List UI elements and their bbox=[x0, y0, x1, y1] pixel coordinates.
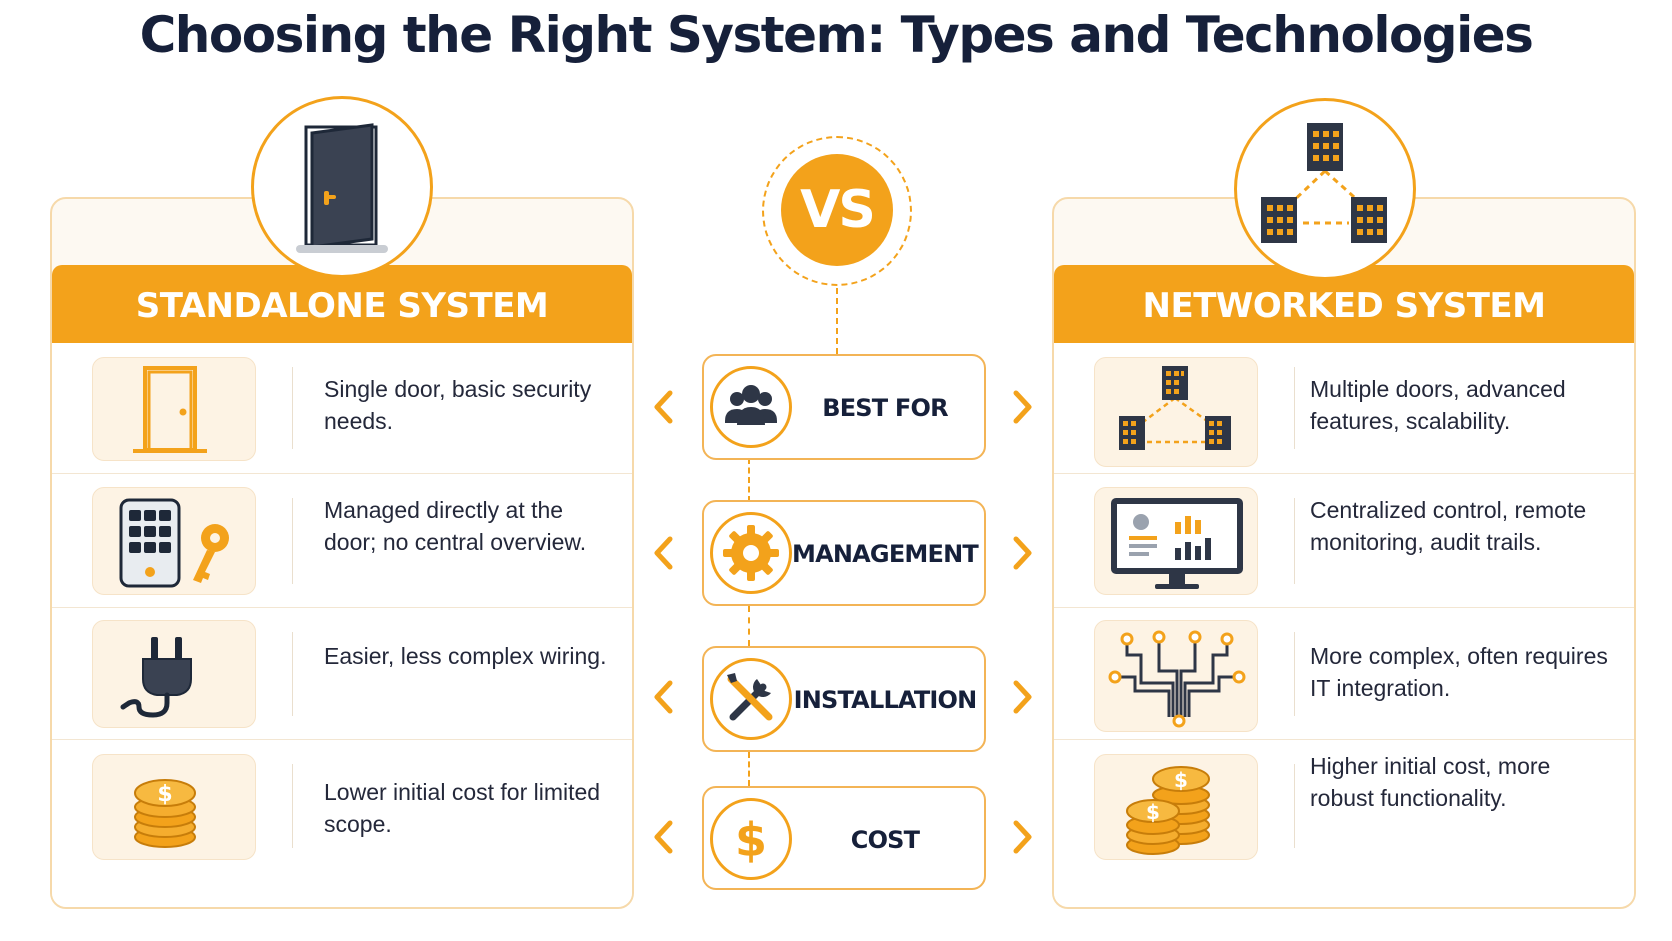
page-title: Choosing the Right System: Types and Tec… bbox=[139, 6, 1534, 64]
standalone-management-text: Managed directly at the door; no central… bbox=[324, 497, 587, 555]
open-door-icon bbox=[251, 96, 433, 278]
criterion-label: MANAGEMENT bbox=[792, 540, 979, 568]
connector-line bbox=[748, 752, 750, 786]
dollar-icon: $ bbox=[710, 798, 792, 880]
chevron-left-icon bbox=[654, 680, 673, 714]
connector-line bbox=[748, 606, 750, 646]
networked-row-cost: $ $ Higher initial cost, more robust fun… bbox=[1054, 739, 1634, 907]
networked-row-best-for: Multiple doors, advanced features, scala… bbox=[1054, 343, 1634, 473]
standalone-panel: STANDALONE SYSTEM Single door, basic sec… bbox=[50, 197, 634, 909]
networked-row-management: Centralized control, remote monitoring, … bbox=[1054, 473, 1634, 607]
standalone-rows: Single door, basic security needs. bbox=[52, 343, 632, 907]
svg-text:$: $ bbox=[1146, 800, 1160, 824]
svg-text:$: $ bbox=[157, 782, 172, 807]
standalone-row-installation: Easier, less complex wiring. bbox=[52, 607, 632, 739]
networked-installation-text: More complex, often requires IT integrat… bbox=[1310, 643, 1608, 701]
standalone-row-best-for: Single door, basic security needs. bbox=[52, 343, 632, 473]
svg-text:$: $ bbox=[1174, 768, 1188, 792]
coin-stack-icon: $ bbox=[92, 754, 256, 860]
standalone-installation-text: Easier, less complex wiring. bbox=[324, 643, 607, 669]
standalone-best-for-text: Single door, basic security needs. bbox=[324, 376, 592, 434]
monitor-dashboard-icon bbox=[1094, 487, 1258, 595]
vs-ring bbox=[762, 136, 912, 286]
standalone-row-management: Managed directly at the door; no central… bbox=[52, 473, 632, 607]
power-plug-icon bbox=[92, 620, 256, 728]
criterion-best-for: BEST FOR bbox=[702, 354, 986, 460]
chevron-right-icon bbox=[1013, 536, 1032, 570]
connected-buildings-icon bbox=[1094, 357, 1258, 467]
chevron-right-icon bbox=[1013, 680, 1032, 714]
gear-icon bbox=[710, 512, 792, 594]
criterion-installation: INSTALLATION bbox=[702, 646, 986, 752]
chevron-left-icon bbox=[654, 536, 673, 570]
criterion-management: MANAGEMENT bbox=[702, 500, 986, 606]
connected-buildings-icon bbox=[1234, 98, 1416, 280]
chevron-right-icon bbox=[1013, 390, 1032, 424]
coin-stacks-icon: $ $ bbox=[1094, 754, 1258, 860]
chevron-left-icon bbox=[654, 820, 673, 854]
tools-icon bbox=[710, 658, 792, 740]
connector-line bbox=[748, 458, 750, 502]
circuit-icon bbox=[1094, 620, 1258, 732]
vs-badge: VS bbox=[781, 154, 893, 266]
standalone-cost-text: Lower initial cost for limited scope. bbox=[324, 779, 601, 837]
standalone-header: STANDALONE SYSTEM bbox=[52, 265, 632, 343]
networked-cost-text: Higher initial cost, more robust functio… bbox=[1310, 753, 1551, 811]
criterion-label: COST bbox=[850, 826, 920, 854]
chevron-right-icon bbox=[1013, 820, 1032, 854]
svg-text:$: $ bbox=[735, 813, 767, 867]
networked-best-for-text: Multiple doors, advanced features, scala… bbox=[1310, 376, 1566, 434]
criterion-cost: $ COST bbox=[702, 786, 986, 890]
networked-row-installation: More complex, often requires IT integrat… bbox=[1054, 607, 1634, 739]
networked-rows: Multiple doors, advanced features, scala… bbox=[1054, 343, 1634, 907]
criterion-label: BEST FOR bbox=[822, 394, 948, 422]
connector-line bbox=[836, 288, 838, 354]
networked-panel: NETWORKED SYSTEM Multiple d bbox=[1052, 197, 1636, 909]
keypad-key-icon bbox=[92, 487, 256, 595]
standalone-row-cost: $ Lower initial cost for limited scope. bbox=[52, 739, 632, 907]
criterion-label: INSTALLATION bbox=[793, 686, 978, 714]
networked-management-text: Centralized control, remote monitoring, … bbox=[1310, 497, 1587, 555]
chevron-left-icon bbox=[654, 390, 673, 424]
door-icon bbox=[92, 357, 256, 461]
people-icon bbox=[710, 366, 792, 448]
